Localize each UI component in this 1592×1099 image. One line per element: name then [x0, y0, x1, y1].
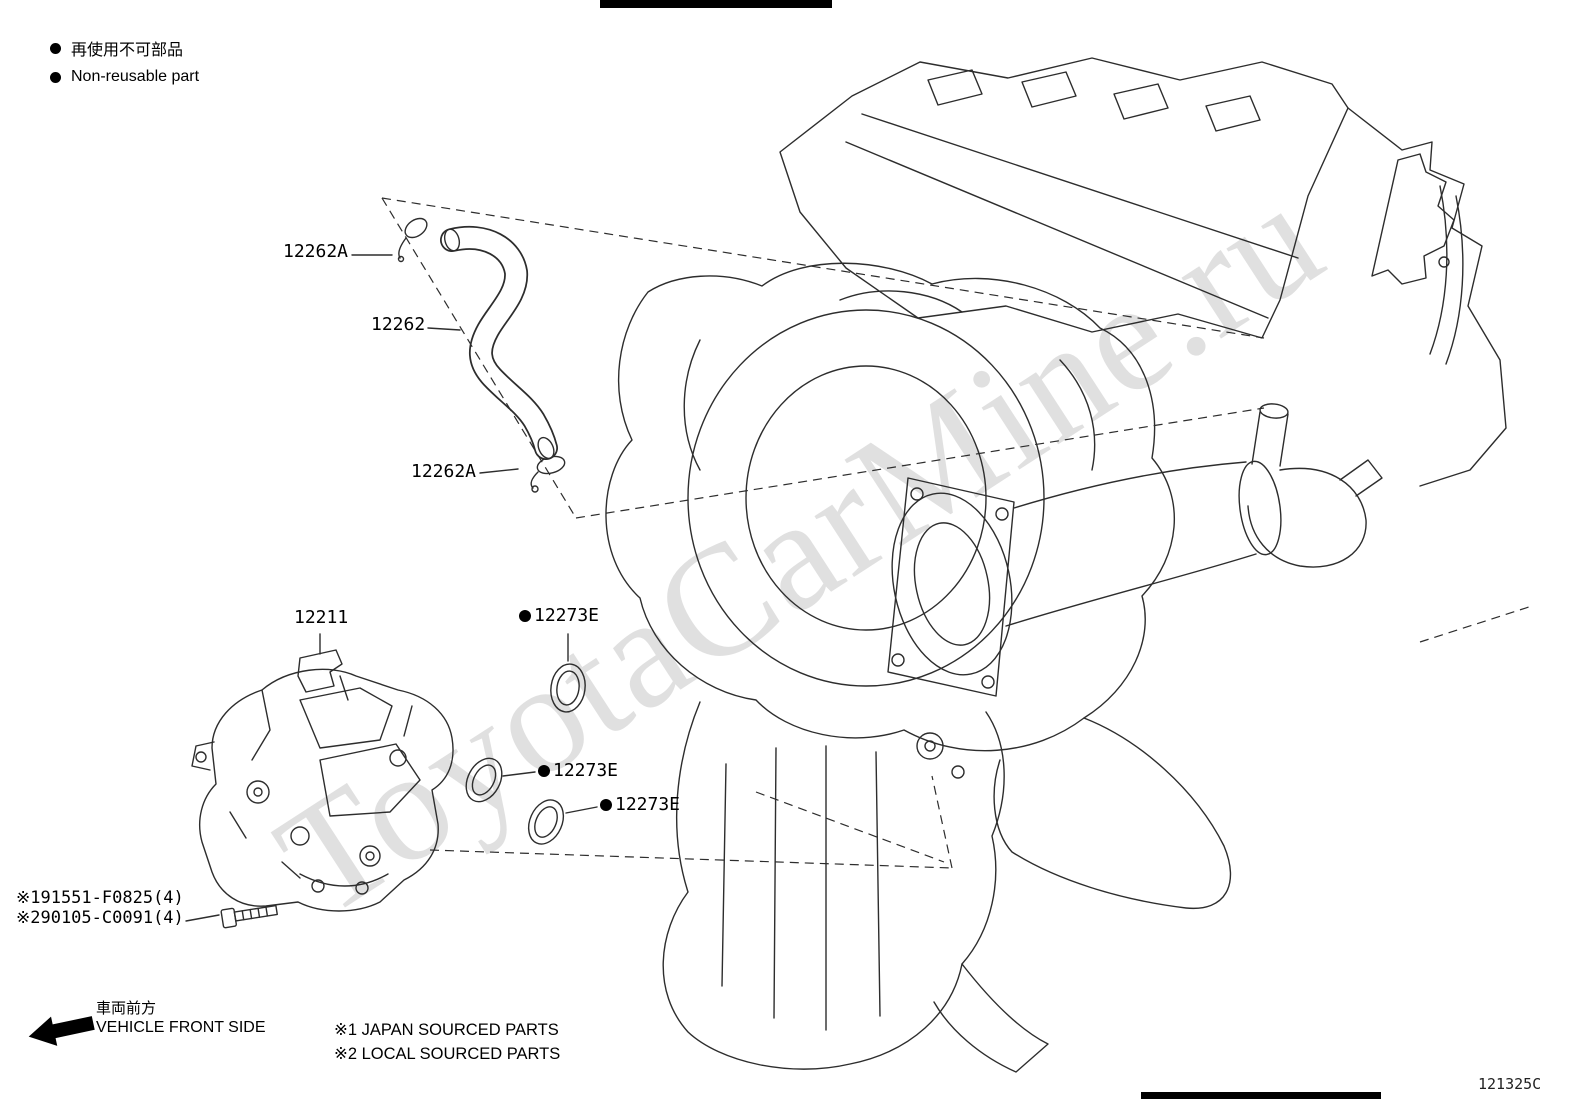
bolt-ref-line1: ※191551-F0825(4): [16, 888, 184, 908]
non-reusable-bullet-icon: [50, 42, 61, 54]
callout-12273E-3[interactable]: 12273E: [600, 794, 680, 815]
non-reusable-bullet-icon: [50, 71, 61, 83]
top-crop-bar: [600, 0, 832, 8]
non-reusable-dot-icon: [538, 764, 550, 777]
callout-12211[interactable]: 12211: [294, 607, 348, 628]
figure-code: 121325C: [1478, 1075, 1542, 1093]
part-number-label: 12262A: [283, 241, 349, 262]
leader-lines: [185, 254, 598, 922]
cylinder-block-outline: [662, 701, 1232, 1073]
part-number-label: 12273E: [615, 794, 681, 815]
bolt-drawing: [220, 904, 278, 929]
legend-row-jp: 再使用不可部品: [50, 36, 199, 60]
legend-en-label: Non-reusable part: [71, 68, 200, 85]
throttle-body-outline: [887, 477, 1015, 697]
oring-drawings: [465, 663, 586, 845]
reference-dashed-lines: [381, 197, 1533, 869]
note-local-sourced: ※2 LOCAL SOURCED PARTS: [334, 1045, 561, 1063]
water-pump-drawing: [191, 649, 454, 912]
callout-12273E-1[interactable]: 12273E: [519, 605, 599, 626]
vehicle-front-jp-label: 車両前方: [96, 1000, 157, 1017]
outlet-pipe-outline: [1005, 403, 1383, 627]
bottom-crop-bar: [1141, 1092, 1381, 1099]
callout-12262A-upper[interactable]: 12262A: [283, 241, 348, 262]
vehicle-front-en-label: VEHICLE FRONT SIDE: [96, 1019, 266, 1036]
part-number-label: 12211: [294, 607, 349, 628]
sourcing-notes: ※1 JAPAN SOURCED PARTS ※2 LOCAL SOURCED …: [334, 1018, 560, 1066]
part-number-label: 12273E: [553, 760, 619, 781]
vehicle-front-side: 車両前方 VEHICLE FRONT SIDE: [96, 1000, 266, 1037]
part-number-label: 12262: [371, 314, 426, 335]
callout-bolt-reference[interactable]: ※191551-F0825(4) ※290105-C0091(4): [16, 888, 184, 928]
hose-clamp-upper-drawing: [397, 217, 428, 263]
non-reusable-dot-icon: [600, 798, 612, 811]
vehicle-front-arrow-icon: [28, 1016, 95, 1046]
chain-cover-outline: [1347, 107, 1507, 487]
bolt-ref-line2: ※290105-C0091(4): [16, 908, 184, 928]
valve-cover-outline: [779, 57, 1349, 339]
note-japan-sourced: ※1 JAPAN SOURCED PARTS: [334, 1021, 559, 1039]
legend: 再使用不可部品 Non-reusable part: [50, 36, 199, 86]
part-number-label: 12273E: [534, 605, 600, 626]
non-reusable-dot-icon: [519, 609, 531, 622]
legend-row-en: Non-reusable part: [50, 68, 199, 86]
part-number-label: 12262A: [411, 461, 477, 482]
callout-12273E-2[interactable]: 12273E: [538, 760, 618, 781]
hose-drawing: [440, 225, 558, 460]
callout-12262A-lower[interactable]: 12262A: [411, 461, 476, 482]
intake-plenum-outline: [605, 262, 1176, 752]
callout-12262[interactable]: 12262: [371, 314, 425, 335]
legend-jp-label: 再使用不可部品: [71, 42, 184, 59]
